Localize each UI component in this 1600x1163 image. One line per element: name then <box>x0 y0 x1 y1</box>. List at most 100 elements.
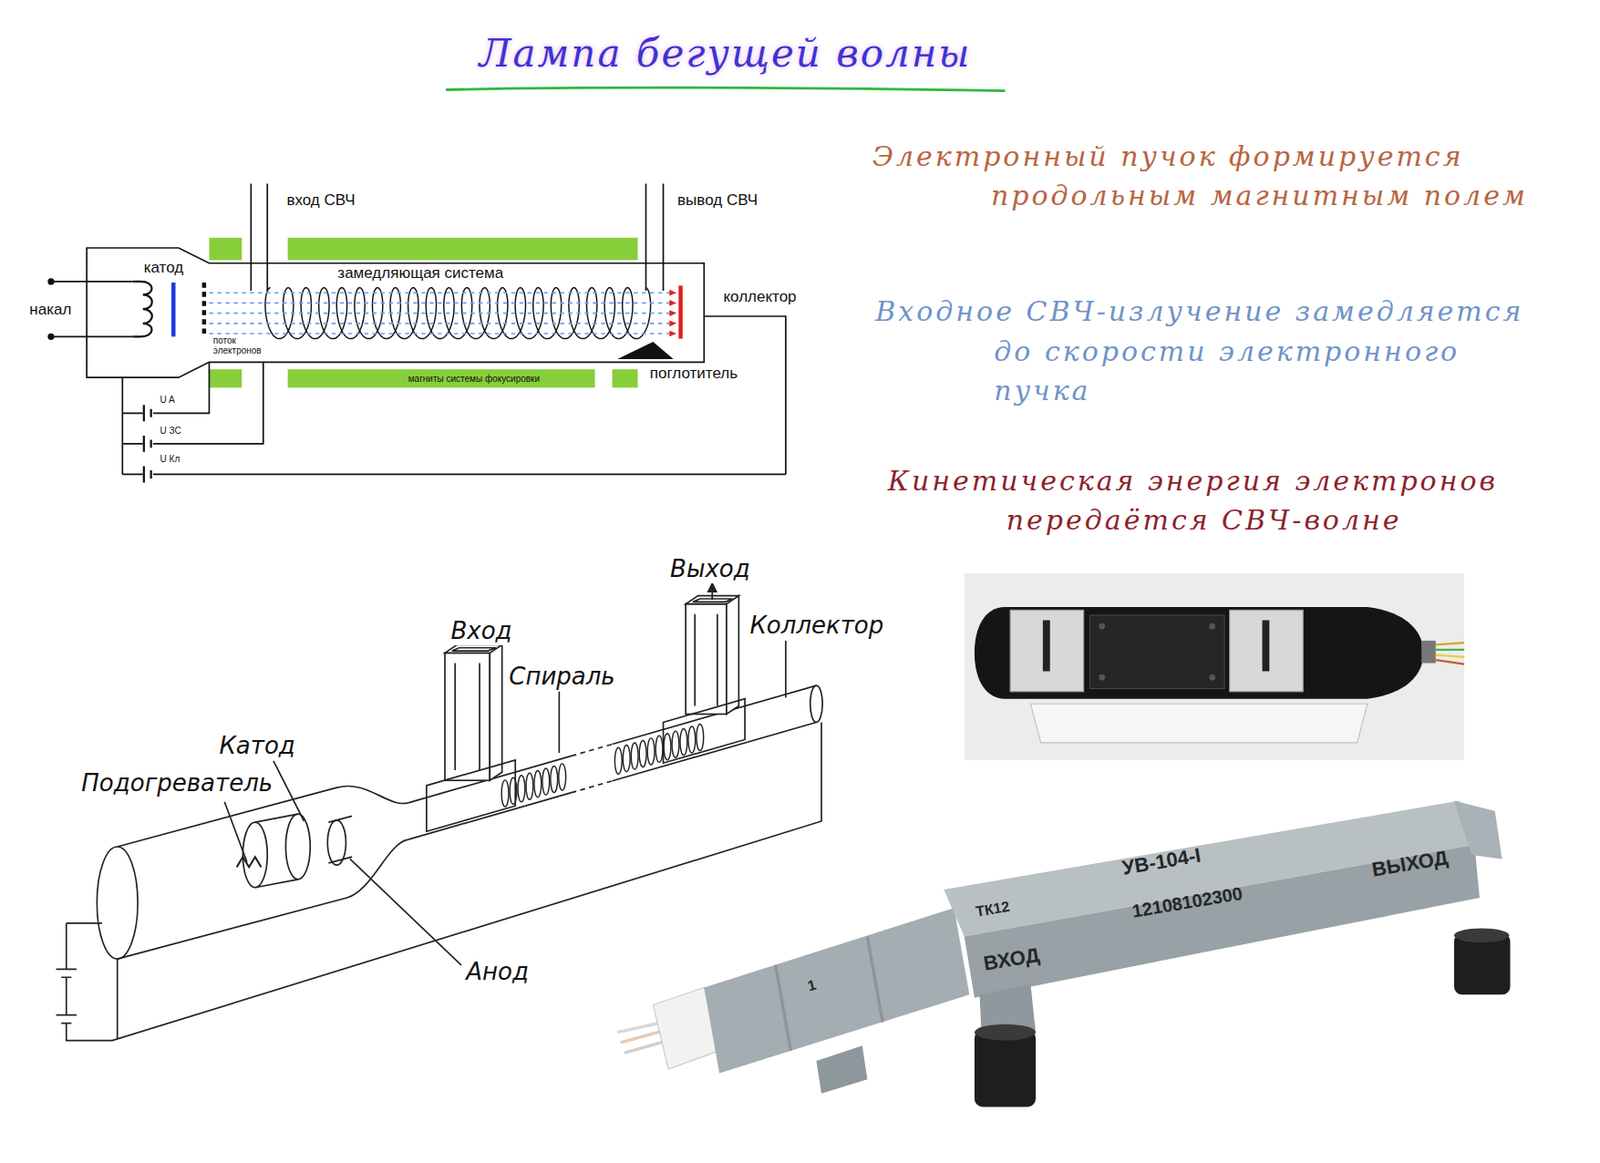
electron-beam <box>208 291 670 294</box>
helix-coil <box>542 768 550 795</box>
tube-photo <box>1435 655 1465 658</box>
leader-line <box>224 640 786 966</box>
tube-photo <box>1042 620 1051 672</box>
battery-symbol <box>144 404 152 483</box>
tube-photo <box>1010 609 1084 692</box>
part-label: Коллектор <box>747 612 886 640</box>
electron-beam <box>208 322 670 325</box>
collector <box>678 285 682 339</box>
helix-coil <box>647 738 655 765</box>
helix-coil <box>501 780 509 807</box>
part-label: Вход <box>448 618 514 646</box>
beam-arrowhead <box>669 299 677 307</box>
helix-coil <box>671 731 680 758</box>
part-label: Катод <box>216 732 297 761</box>
cathode-assembly <box>237 856 262 868</box>
title-underline <box>445 87 1005 92</box>
electron-beam <box>208 292 670 334</box>
focus-magnet <box>288 237 639 261</box>
battery-symbol <box>144 466 152 484</box>
tube-photo <box>1208 674 1216 682</box>
tube-end <box>810 685 823 723</box>
tube-photo <box>1435 642 1465 645</box>
amplifier-photo <box>1454 933 1511 995</box>
helix-coil <box>655 735 663 763</box>
electron-beam <box>208 332 670 335</box>
input-waveguide <box>444 652 490 781</box>
helix-coil <box>501 723 704 807</box>
helix-coil <box>558 763 567 791</box>
amplifier-photo <box>1454 929 1509 944</box>
amplifier-photo <box>775 936 884 1051</box>
amplifier-photo <box>703 908 970 1074</box>
heater-coil <box>133 281 153 337</box>
tube-photo <box>1421 640 1436 664</box>
voltage-label: U A <box>159 395 176 406</box>
twt-schematic <box>48 183 786 483</box>
absorber <box>617 341 674 360</box>
helix-coil <box>622 745 630 773</box>
voltage-label: поток электронов <box>212 336 271 356</box>
helix-coil <box>696 723 704 751</box>
output-waveguide <box>645 183 663 291</box>
amplifier-photo <box>620 1030 666 1043</box>
battery-symbol <box>144 404 152 422</box>
tube-photo <box>974 607 1424 700</box>
amplifier-photo <box>617 1021 663 1033</box>
output-arrow <box>708 583 717 592</box>
part-label: вывод СВЧ <box>676 191 759 210</box>
cathode-assembly <box>242 822 268 888</box>
focus-magnet <box>208 237 242 261</box>
amplifier-photo <box>974 1030 1036 1107</box>
voltage-label: U Кл <box>159 454 182 465</box>
part-label: накал <box>28 300 73 320</box>
input-waveguide <box>426 644 516 832</box>
input-waveguide <box>454 663 480 772</box>
cathode-assembly <box>328 815 352 863</box>
helix-coil <box>534 771 542 798</box>
cathode <box>171 282 176 337</box>
helix-coil <box>614 747 622 775</box>
beam-arrowhead <box>669 309 677 317</box>
output-waveguide <box>694 614 718 707</box>
beam-arrowhead <box>669 330 677 338</box>
cathode-assembly <box>255 814 299 888</box>
cathode-assembly <box>237 814 352 888</box>
electron-beam <box>208 312 670 315</box>
part-label: поглотитель <box>649 364 739 383</box>
helix-coil <box>526 773 534 800</box>
beam-arrowhead <box>669 289 677 297</box>
amplifier-photo <box>1454 801 1503 860</box>
beam-arrowhead <box>669 289 677 337</box>
input-waveguide <box>452 648 496 651</box>
battery-symbol <box>144 435 152 453</box>
note-text: Входное СВЧ-излучение замедляется до ско… <box>875 291 1532 412</box>
tube-photo <box>1262 620 1270 672</box>
input-waveguide <box>444 644 503 781</box>
terminal-dot <box>48 278 54 285</box>
part-label: вход СВЧ <box>285 191 356 210</box>
focus-electrode <box>202 282 207 337</box>
output-waveguide <box>663 699 746 764</box>
drawing <box>48 87 1510 1107</box>
amplifier-photo <box>974 1024 1036 1042</box>
helix-coil <box>639 740 647 767</box>
output-waveguide <box>663 596 746 764</box>
input-waveguide <box>426 760 516 832</box>
helix-coil <box>688 726 696 754</box>
beam-arrowhead <box>669 320 677 327</box>
helix-coil <box>517 775 526 803</box>
glass-bulb <box>96 846 138 960</box>
twt-sketch <box>56 583 824 1041</box>
tube-photo <box>1030 703 1367 744</box>
helix-coil <box>663 733 671 761</box>
part-label: катод <box>143 258 186 278</box>
tube-break <box>571 744 613 794</box>
part-label: коллектор <box>722 288 797 307</box>
tube-photo <box>1098 674 1105 682</box>
cathode-assembly <box>327 820 346 866</box>
tube-photo <box>1435 660 1465 664</box>
amplifier-photo <box>617 801 1510 1108</box>
